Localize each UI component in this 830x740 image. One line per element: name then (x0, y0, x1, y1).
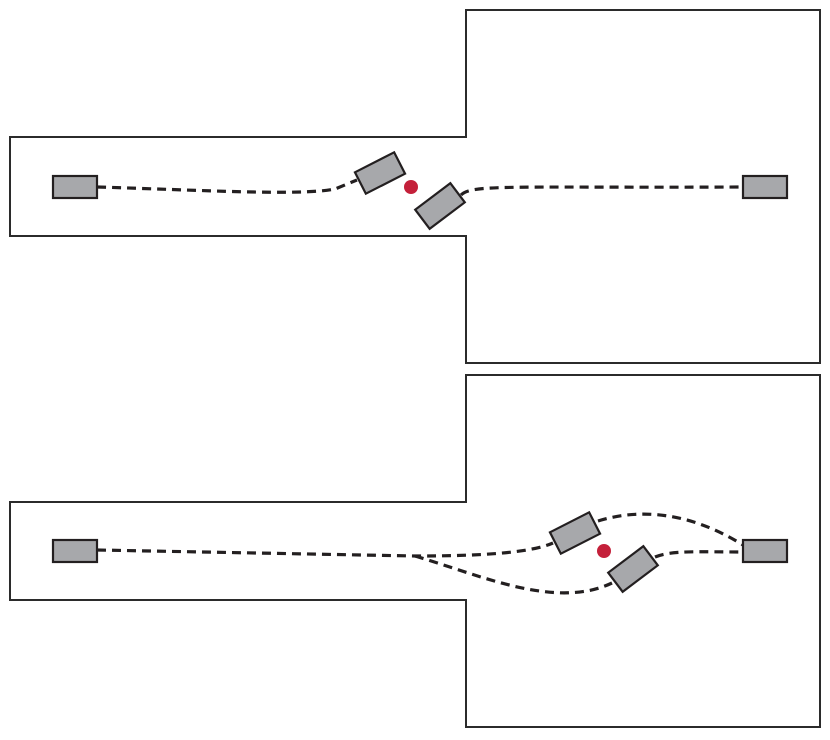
vehicle-goal (741, 174, 789, 200)
trajectory-lower-to-goal (654, 550, 744, 559)
vehicle-intermediate-1 (548, 510, 602, 556)
corridor-room-outline (9, 9, 821, 364)
trajectory-left (96, 178, 358, 194)
bottom-panel (9, 374, 821, 728)
vehicle-start (51, 174, 99, 200)
top-panel (9, 9, 821, 364)
trajectory-upper-branch (597, 512, 744, 547)
vehicle-intermediate-2 (413, 181, 467, 231)
trajectory-shared (96, 541, 554, 558)
corridor-room-outline (9, 374, 821, 728)
vehicle-start (51, 538, 99, 564)
vehicle-intermediate-2 (606, 544, 660, 594)
obstacle-dot (404, 180, 418, 194)
trajectory-right (459, 185, 744, 197)
obstacle-dot (597, 544, 611, 558)
vehicle-intermediate-1 (353, 150, 407, 196)
vehicle-goal (741, 538, 789, 564)
trajectory-lower-branch (414, 554, 613, 595)
